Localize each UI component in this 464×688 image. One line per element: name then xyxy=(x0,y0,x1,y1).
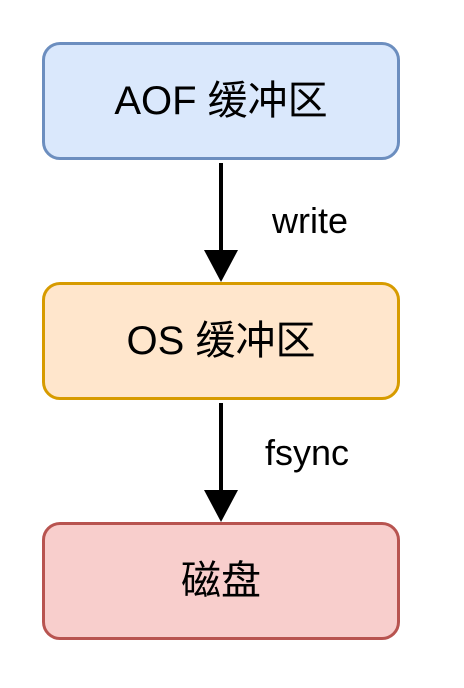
edge-fsync-arrowhead xyxy=(204,490,238,522)
os-buffer-label: OS 缓冲区 xyxy=(126,319,316,363)
edge-write xyxy=(204,163,238,282)
aof-buffer-node[interactable]: AOF 缓冲区 xyxy=(42,42,400,160)
edge-fsync-label: fsync xyxy=(265,432,350,473)
aof-buffer-label: AOF 缓冲区 xyxy=(114,79,328,123)
disk-label: 磁盘 xyxy=(181,559,261,603)
edge-write-arrowhead xyxy=(204,250,238,282)
os-buffer-node[interactable]: OS 缓冲区 xyxy=(42,282,400,400)
disk-node[interactable]: 磁盘 xyxy=(42,522,400,640)
edge-write-label: write xyxy=(272,200,349,241)
edge-fsync xyxy=(204,403,238,522)
